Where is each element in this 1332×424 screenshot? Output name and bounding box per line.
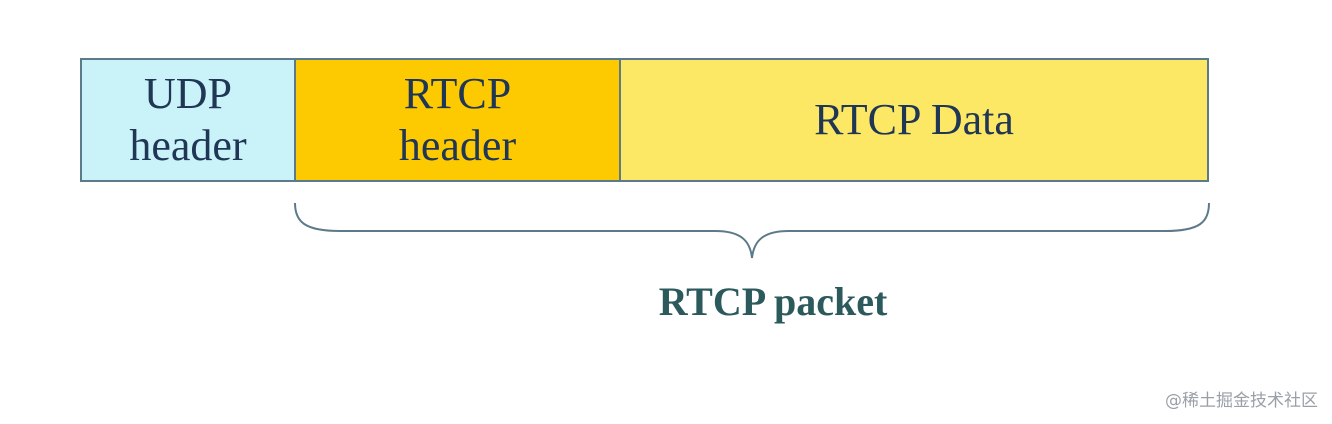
udp-header-label-line2: header [129,121,247,170]
watermark: @稀土掘金技术社区 [1165,391,1318,411]
rtcp-header-label-line2: header [398,121,517,170]
rtcp-header-field: RTCP header [296,60,621,180]
curly-brace-path [294,202,1210,259]
rtcp-header-label-line1: RTCP [403,69,512,118]
udp-header-field: UDP header [82,60,296,180]
rtcp-data-field: RTCP Data [621,60,1207,180]
rtcp-data-label: RTCP Data [814,95,1014,144]
rtcp-packet-label: RTCP packet [658,279,888,324]
udp-header-label-line1: UDP [143,69,233,118]
packet-diagram: UDP header RTCP header RTCP Data [80,58,1209,182]
